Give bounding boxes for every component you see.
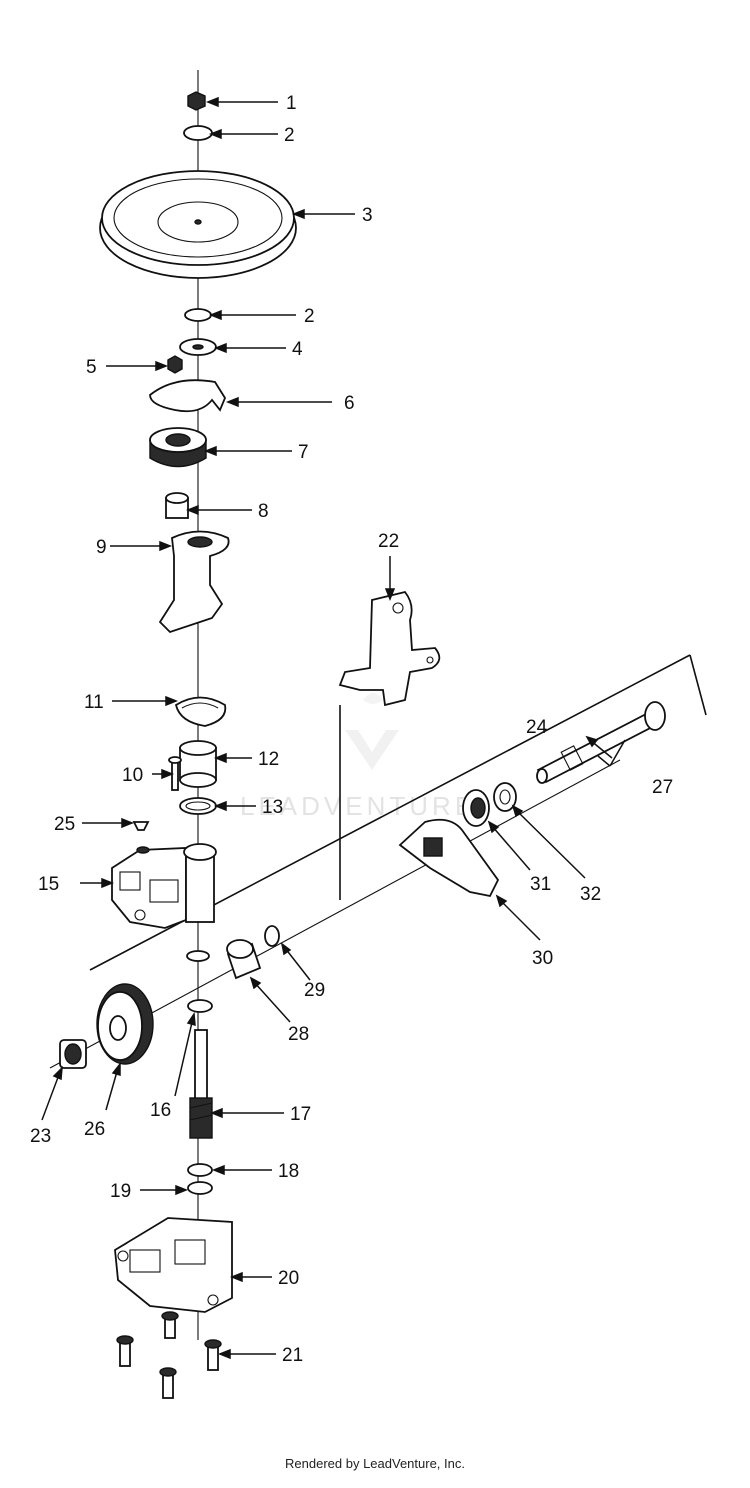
brake-plate [149, 379, 227, 413]
pulley [99, 170, 297, 279]
watermark-logo [345, 693, 399, 770]
support-plate [398, 818, 500, 898]
plug [132, 821, 150, 831]
nut [187, 91, 206, 111]
large-gear [96, 983, 154, 1065]
small-nut [167, 355, 183, 374]
callout-25: 25 [54, 814, 75, 835]
callout-8: 8 [258, 501, 269, 522]
callout-16: 16 [150, 1100, 171, 1121]
callout-3: 3 [362, 205, 373, 226]
callout-28: 28 [288, 1024, 309, 1045]
bolts [116, 1311, 222, 1399]
callout-31: 31 [530, 874, 551, 895]
washer-top [183, 125, 213, 141]
callout-1: 1 [286, 93, 297, 114]
callout-30: 30 [532, 948, 553, 969]
bearing-collar [462, 789, 490, 827]
gear-washer [187, 999, 213, 1013]
callout-13: 13 [262, 797, 283, 818]
callout-6: 6 [344, 393, 355, 414]
callout-24: 24 [526, 717, 548, 738]
bracket [158, 530, 230, 634]
callout-5: 5 [86, 357, 97, 378]
retaining-ring [264, 925, 280, 947]
o-ring [179, 797, 217, 815]
callout-17: 17 [290, 1104, 311, 1125]
bearing [149, 427, 207, 468]
callout-labels: 1 2 3 2 4 5 6 7 8 9 22 11 24 10 12 27 13… [30, 93, 673, 1366]
callout-20: 20 [278, 1268, 299, 1289]
washer-19 [187, 1181, 213, 1195]
footer-credit: Rendered by LeadVenture, Inc. [285, 1456, 465, 1471]
axle-washer [493, 782, 517, 812]
washer-lower [184, 308, 212, 322]
washer-18 [187, 1163, 213, 1177]
gear-bushing [59, 1039, 87, 1069]
thrust-washer [186, 950, 210, 962]
callout-19: 19 [110, 1181, 131, 1202]
callout-11: 11 [84, 692, 104, 713]
lower-housing [114, 1217, 233, 1313]
bushing [165, 492, 189, 519]
shaft-bushing [226, 939, 262, 980]
watermark-text: LEADVENTURE [240, 791, 476, 821]
callout-26: 26 [84, 1119, 105, 1140]
callout-22: 22 [378, 531, 399, 552]
callout-10: 10 [122, 765, 143, 786]
callout-2b: 2 [304, 306, 315, 327]
callout-2: 2 [284, 125, 295, 146]
callout-7: 7 [298, 442, 309, 463]
callout-29: 29 [304, 980, 325, 1001]
callout-27: 27 [652, 777, 673, 798]
callout-23: 23 [30, 1126, 51, 1147]
callout-9: 9 [96, 537, 107, 558]
sleeve [179, 740, 217, 788]
callout-18: 18 [278, 1161, 299, 1182]
callout-21: 21 [282, 1345, 303, 1366]
callout-15: 15 [38, 874, 59, 895]
worm-shaft [189, 1029, 213, 1139]
leader-lines [41, 96, 626, 1360]
callout-4: 4 [292, 339, 303, 360]
mounting-bracket [338, 590, 441, 707]
gear-housing [111, 843, 217, 929]
callout-32: 32 [580, 884, 601, 905]
callout-12: 12 [258, 749, 279, 770]
spring [174, 696, 227, 727]
pin [168, 756, 182, 791]
